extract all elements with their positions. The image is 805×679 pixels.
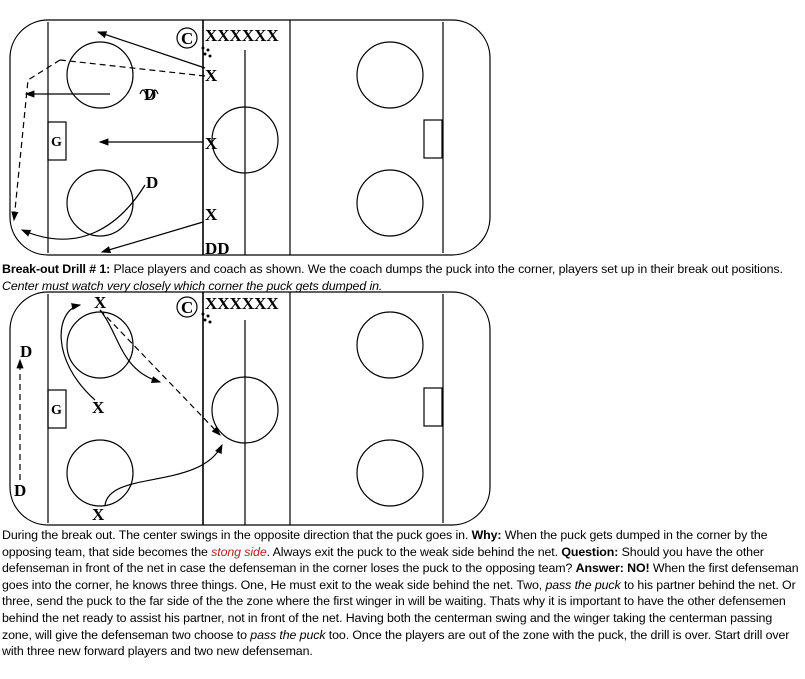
text-segment: When the first defenseman goes into the …: [2, 561, 799, 592]
defense-dd: DD: [205, 239, 230, 258]
rink-diagram-1: C XXXXXX X X X D D G DD: [9, 19, 491, 258]
player-x: X: [92, 505, 105, 524]
text-segment: Answer: NO!: [575, 561, 650, 576]
defense-d: D: [20, 342, 32, 361]
rink-outline: [9, 19, 491, 256]
player-x: X: [94, 293, 107, 312]
right-goal: [423, 119, 443, 159]
drill-description: Break-out Drill # 1: Place players and c…: [2, 261, 802, 294]
text-segment: to his partner behind the net. Or three,…: [2, 577, 796, 642]
text-segment: Break-out Drill # 1:: [2, 262, 111, 276]
text-segment: pass the puck: [250, 627, 326, 642]
player-x: X: [205, 134, 218, 153]
rink-diagram-2: C XXXXXX X X X D D G: [9, 291, 491, 526]
defense-d: D: [144, 85, 156, 104]
player-x: X: [205, 205, 218, 224]
text-segment: Why:: [471, 528, 502, 542]
players-line-label: XXXXXX: [205, 294, 279, 313]
drill-explanation: During the break out. The center swings …: [2, 527, 802, 660]
coach-circle: [176, 27, 198, 49]
text-segment: too. Once the players are out of the zon…: [2, 627, 790, 659]
text-segment: Should you have the other defenseman in …: [2, 544, 764, 576]
goalie-label: G: [51, 403, 62, 418]
text-segment: Place players and coach as shown. We the…: [110, 262, 783, 276]
text-segment: pass the puck: [545, 577, 621, 592]
player-x: X: [92, 398, 105, 417]
defense-d: D: [14, 481, 26, 500]
text-segment: Center must watch very closely which cor…: [2, 278, 383, 293]
defense-d: D: [146, 173, 158, 192]
player-x: X: [205, 66, 218, 85]
goalie-label: G: [51, 135, 62, 150]
text-segment: When the puck gets dumped in the corner …: [2, 528, 768, 559]
players-line-label: XXXXXX: [205, 26, 279, 45]
left-goal: [47, 121, 67, 161]
text-segment: During the break out. The center swings …: [2, 528, 472, 542]
coach-label: C: [181, 29, 193, 48]
text-segment: stong side: [211, 544, 267, 559]
text-segment: Question:: [561, 544, 619, 559]
text-segment: . Always exit the puck to the weak side …: [266, 544, 562, 559]
coach-label: C: [181, 298, 193, 317]
